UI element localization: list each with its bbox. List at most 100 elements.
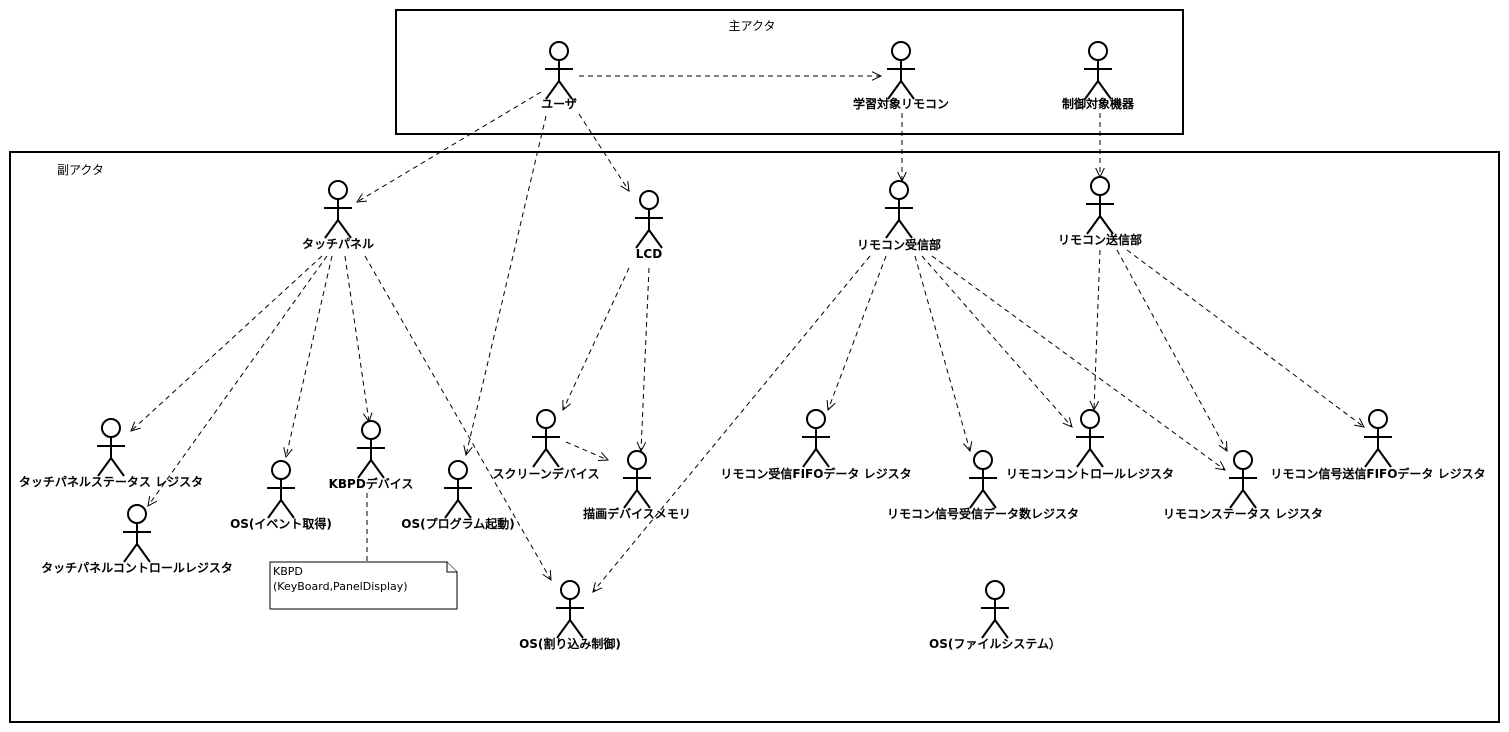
actor-touch-status-register[interactable]: タッチパネルステータス レジスタ: [19, 418, 203, 489]
actor-figure-icon: [324, 180, 352, 239]
actor-os-event[interactable]: OS(イベント取得): [230, 460, 332, 531]
actor-label: リモコン受信FIFOデータ レジスタ: [720, 466, 911, 481]
dependency-line: [147, 255, 328, 507]
arrowhead-icon: [1215, 460, 1226, 471]
arrowhead-icon: [962, 441, 973, 453]
actor-label: リモコン信号送信FIFOデータ レジスタ: [1270, 466, 1485, 481]
actor-label: OS(イベント取得): [230, 516, 332, 531]
actor-send-fifo-register[interactable]: リモコン信号送信FIFOデータ レジスタ: [1270, 409, 1486, 481]
dependency-line: [344, 255, 370, 423]
dependency-line: [465, 115, 547, 456]
actor-head: [549, 41, 569, 61]
actor-head: [127, 504, 147, 524]
dependency-line: [130, 255, 323, 432]
actors: ユーザ 学習対象リモコン 制御対象機器 タッチパネル LCD リモコン受信部 リ…: [19, 41, 1486, 651]
dependency-line: [914, 255, 971, 452]
actor-label: タッチパネルステータス レジスタ: [19, 475, 203, 489]
actor-figure-icon: [969, 450, 997, 509]
arrowhead-icon: [562, 399, 572, 412]
actor-remote-receiver[interactable]: リモコン受信部: [857, 180, 941, 252]
dependency-line: [285, 255, 333, 458]
arrowhead-icon: [130, 421, 141, 432]
arrowhead-icon: [1062, 417, 1073, 428]
actor-os-program[interactable]: OS(プログラム起動): [401, 460, 515, 531]
dependency-line: [356, 91, 542, 203]
actor-head: [1088, 41, 1108, 61]
actor-label: タッチパネル: [302, 237, 374, 251]
actor-head: [1368, 409, 1388, 429]
dependency-line: [364, 255, 552, 581]
arrowhead-icon: [597, 452, 610, 461]
actor-recv-fifo-register[interactable]: リモコン受信FIFOデータ レジスタ: [720, 409, 912, 481]
actor-lcd[interactable]: LCD: [635, 190, 663, 261]
actor-recv-count-register[interactable]: リモコン信号受信データ数レジスタ: [887, 450, 1079, 521]
actor-leg-left: [981, 619, 996, 639]
dependency-line: [565, 441, 609, 461]
actor-label: 描画デバイスメモリ: [583, 506, 691, 521]
dependency-line: [1126, 249, 1365, 428]
actor-leg-left: [444, 499, 459, 519]
dependency-line: [931, 255, 1226, 471]
dependency-line: [1093, 249, 1101, 411]
arrowhead-icon: [542, 569, 552, 581]
actor-leg-left: [1086, 215, 1101, 235]
actor-figure-icon: [981, 580, 1009, 639]
actor-leg-right: [994, 619, 1009, 639]
actor-label: リモコンステータス レジスタ: [1163, 507, 1323, 521]
actor-leg-right: [982, 489, 997, 509]
actor-figure-icon: [267, 460, 295, 519]
actor-os-interrupt[interactable]: OS(割り込み制御): [519, 580, 621, 651]
actor-leg-left: [1084, 80, 1099, 100]
actor-leg-left: [1364, 448, 1379, 468]
actor-remote-control-register[interactable]: リモコンコントロールレジスタ: [1006, 409, 1174, 481]
actor-figure-icon: [1086, 176, 1114, 235]
dependency-line: [640, 267, 650, 452]
actor-leg-left: [357, 459, 372, 479]
actor-leg-right: [636, 489, 651, 509]
actor-draw-memory[interactable]: 描画デバイスメモリ: [583, 450, 691, 521]
actor-label: タッチパネルコントロールレジスタ: [41, 561, 233, 575]
actor-leg-right: [1089, 448, 1104, 468]
dependency-line: [827, 255, 887, 411]
actor-os-filesystem[interactable]: OS(ファイルシステム）: [929, 580, 1061, 651]
actor-learning-remote[interactable]: 学習対象リモコン: [853, 41, 949, 111]
arrowhead-icon: [620, 181, 630, 192]
actor-figure-icon: [1364, 409, 1392, 468]
actor-leg-right: [558, 80, 573, 100]
actor-user[interactable]: ユーザ: [541, 41, 577, 111]
actor-figure-icon: [357, 420, 385, 479]
actor-leg-right: [136, 543, 151, 563]
arrowhead-icon: [356, 193, 368, 203]
actor-leg-right: [545, 448, 560, 468]
primary-actor-group: [395, 9, 1184, 135]
dependency-line: [1116, 249, 1228, 452]
actor-head: [806, 409, 826, 429]
actor-leg-right: [1242, 489, 1257, 509]
actor-kbpd-device[interactable]: KBPDデバイス: [329, 420, 414, 491]
actor-controlled-device[interactable]: 制御対象機器: [1062, 41, 1135, 111]
actor-head: [973, 450, 993, 470]
actor-screen-device[interactable]: スクリーンデバイス: [492, 409, 600, 481]
arrowhead-icon: [1218, 440, 1228, 453]
actor-leg-left: [885, 219, 900, 239]
actor-label: リモコン信号受信データ数レジスタ: [887, 506, 1079, 521]
actor-leg-left: [267, 499, 282, 519]
actor-head: [639, 190, 659, 210]
actor-remote-sender[interactable]: リモコン送信部: [1058, 176, 1142, 247]
actor-head: [448, 460, 468, 480]
arrowhead-icon: [871, 71, 883, 81]
actor-remote-status-register[interactable]: リモコンステータス レジスタ: [1163, 450, 1323, 521]
actor-leg-right: [370, 459, 385, 479]
actor-touch-control-register[interactable]: タッチパネルコントロールレジスタ: [41, 504, 233, 575]
actor-figure-icon: [1076, 409, 1104, 468]
actor-head: [101, 418, 121, 438]
actor-figure-icon: [97, 418, 125, 477]
actor-label: 学習対象リモコン: [853, 96, 949, 111]
actor-leg-left: [623, 489, 638, 509]
actor-head: [271, 460, 291, 480]
actor-figure-icon: [556, 580, 584, 639]
actor-head: [985, 580, 1005, 600]
actor-figure-icon: [887, 41, 915, 100]
actor-leg-left: [556, 619, 571, 639]
actor-touch-panel[interactable]: タッチパネル: [302, 180, 374, 251]
